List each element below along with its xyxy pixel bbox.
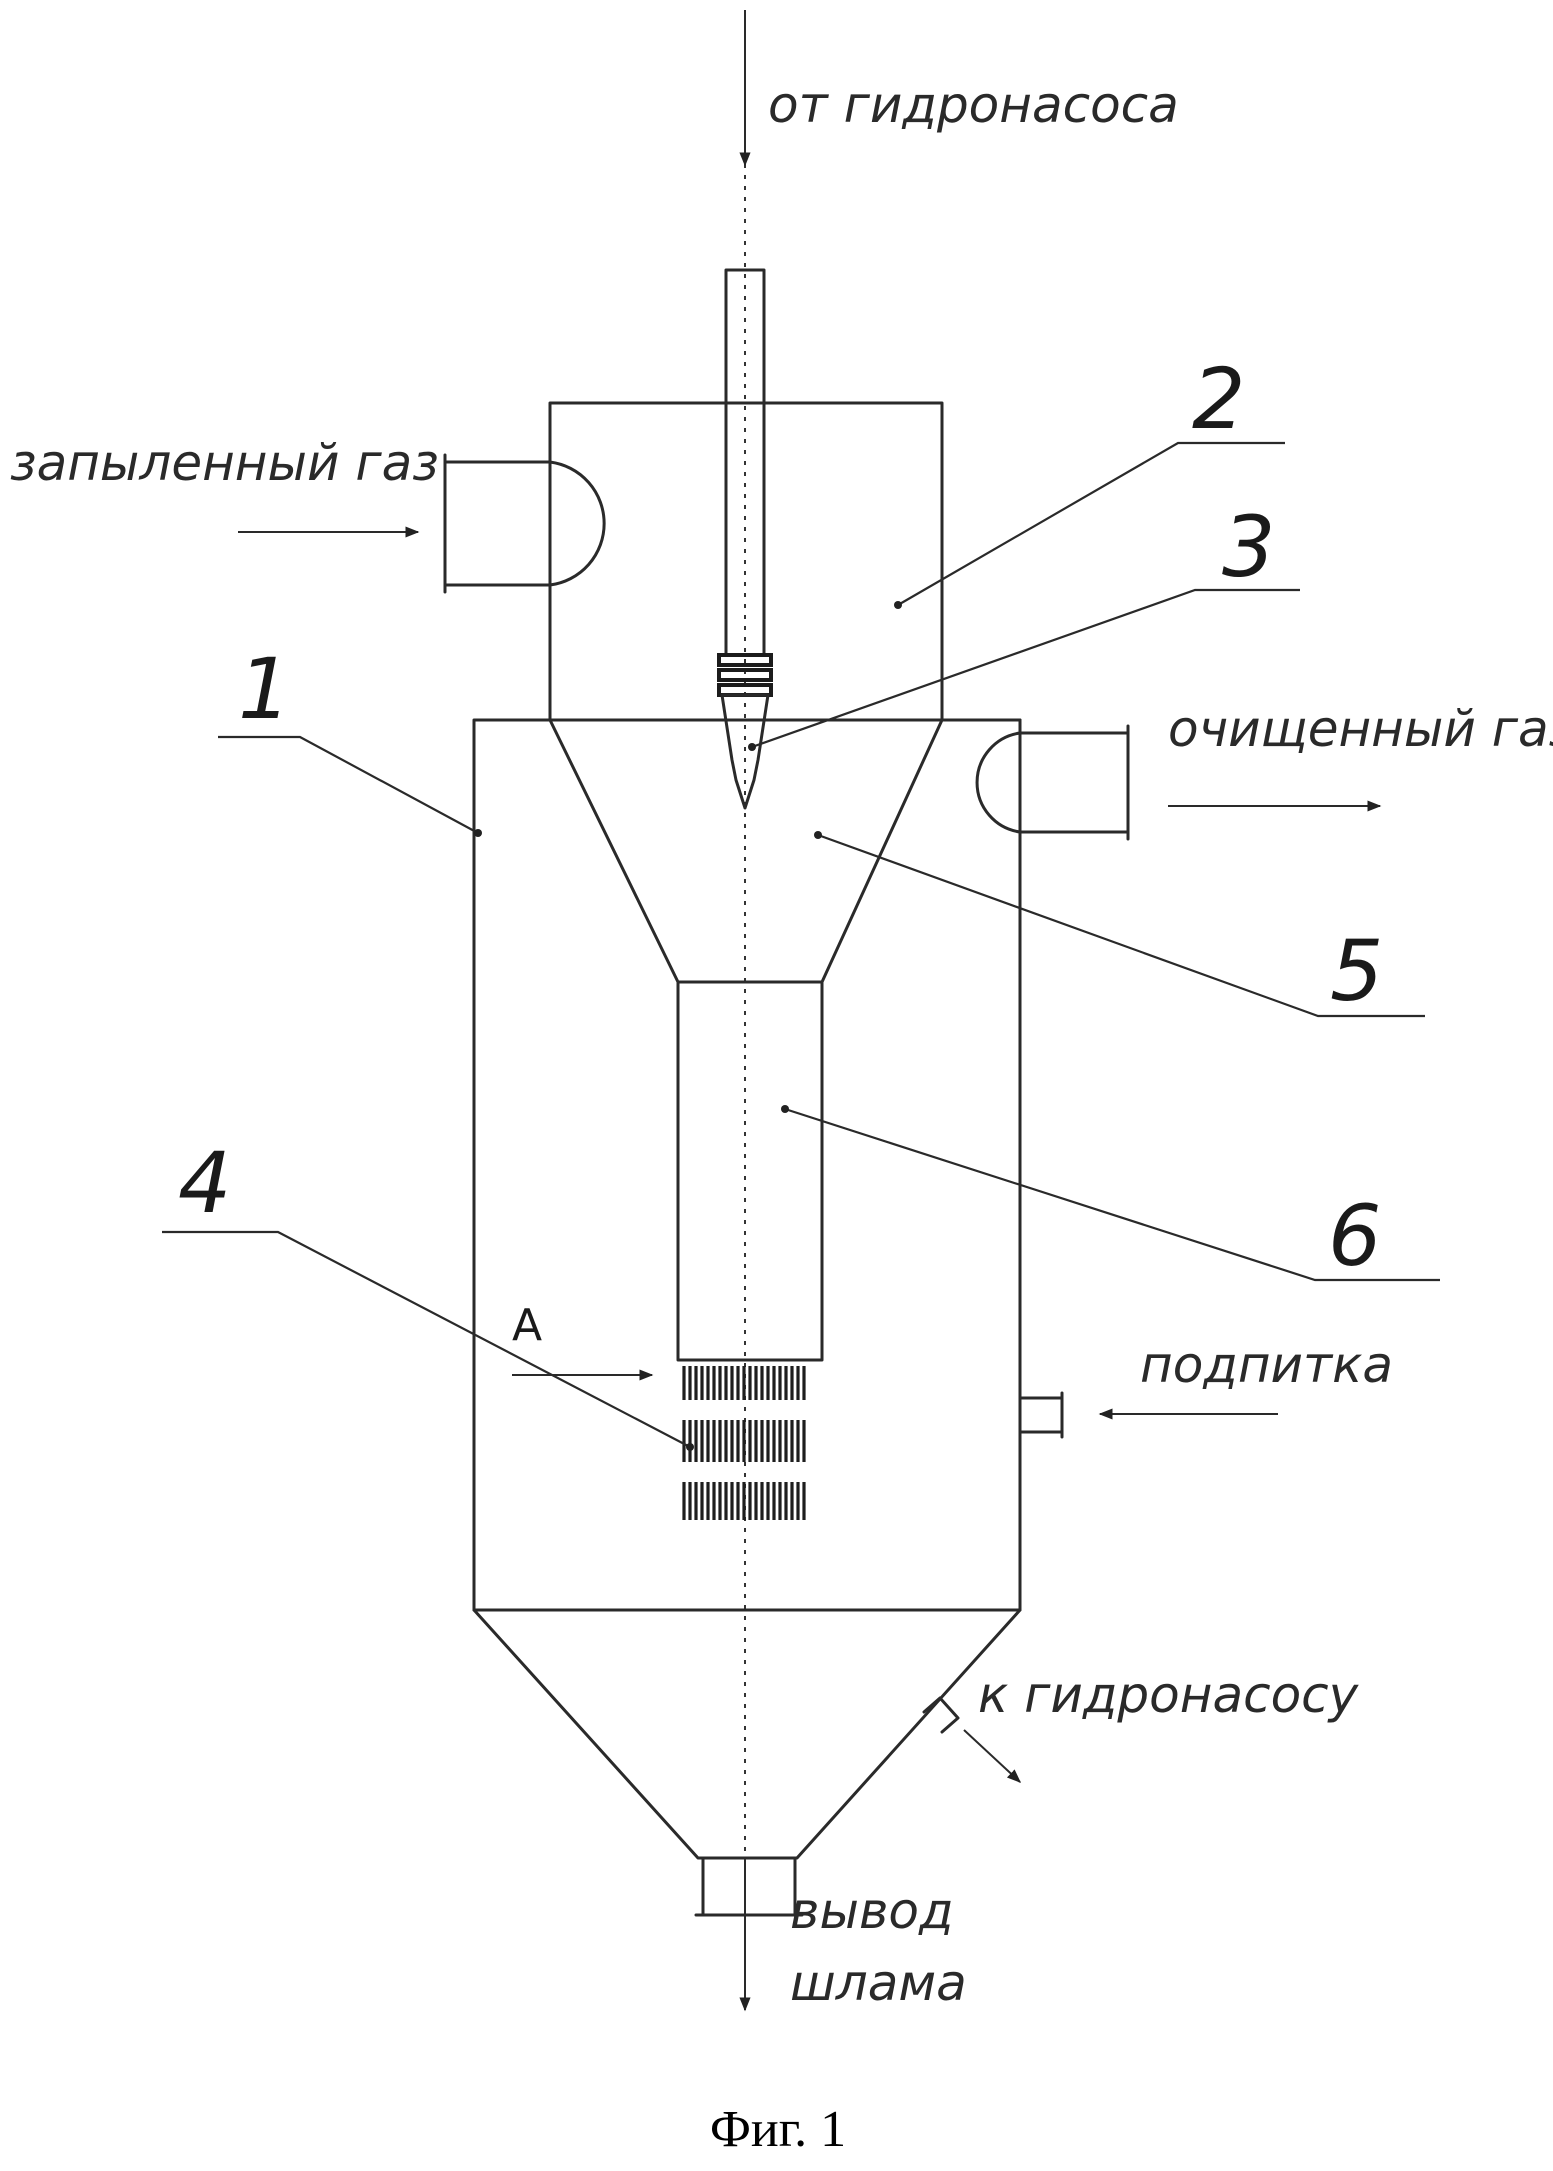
label-clean-gas: очищенный газ (1168, 700, 1553, 758)
leader-4 (162, 1230, 691, 1448)
spray-nozzle (717, 268, 773, 810)
label-dusty-gas: запыленный газ (10, 434, 439, 492)
to-pump-arrow (963, 1729, 1022, 1783)
leader-6 (784, 1107, 1440, 1282)
part-number-4: 4 (178, 1134, 231, 1232)
venturi-tube (676, 980, 824, 1362)
part-number-3: 3 (1222, 498, 1275, 596)
label-sludge-2: шлама (790, 1954, 967, 2012)
leader-1-dot (474, 829, 482, 837)
dusty-gas-inlet-pipe (443, 453, 606, 594)
leader-5 (817, 833, 1425, 1018)
label-from-pump: от гидронасоса (768, 76, 1179, 134)
leader-2-dot (894, 601, 902, 609)
leader-4-dot (686, 1443, 694, 1451)
part-number-5: 5 (1330, 922, 1383, 1020)
leader-1 (218, 735, 479, 834)
part-number-1: 1 (238, 640, 291, 738)
leader-3-dot (748, 743, 756, 751)
label-makeup: подпитка (1140, 1336, 1393, 1394)
clean-gas-outlet-pipe (975, 724, 1130, 841)
part-number-2: 2 (1192, 350, 1245, 448)
figure-caption: Фиг. 1 (710, 2101, 846, 2158)
bottom-hopper (472, 1608, 1022, 1860)
label-to-pump: к гидронасосу (978, 1666, 1360, 1724)
part-number-6: 6 (1328, 1187, 1381, 1285)
leader-6-dot (781, 1105, 789, 1113)
sludge-outlet-pipe (694, 1856, 804, 1917)
label-view-a: А (512, 1300, 542, 1351)
to-pump-nozzle (922, 1696, 960, 1734)
leader-2 (897, 441, 1285, 606)
label-sludge-1: вывод (790, 1882, 954, 1940)
leader-5-dot (814, 831, 822, 839)
makeup-nozzle (1018, 1391, 1064, 1439)
leader-3 (751, 588, 1300, 749)
main-housing (472, 718, 1022, 1612)
perforated-grid (682, 1366, 806, 1520)
